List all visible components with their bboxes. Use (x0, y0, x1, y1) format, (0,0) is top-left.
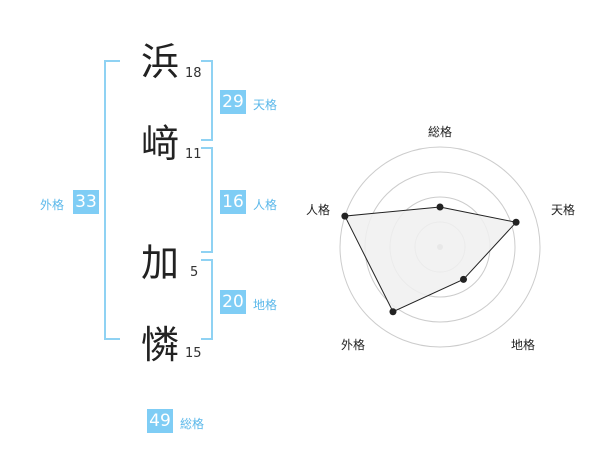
radar-point-1 (512, 218, 520, 226)
radar-point-3 (389, 308, 397, 316)
gaikaku-badge: 33 (73, 190, 99, 214)
stroke-count-1: 18 (185, 66, 202, 81)
radar-ring (339, 146, 541, 348)
soukaku-badge: 49 (147, 409, 173, 433)
stroke-count-2: 11 (185, 147, 202, 162)
jinkaku-bracket (201, 147, 213, 253)
name-char-4: 憐 (141, 323, 180, 367)
radar-series-polygon (344, 206, 518, 313)
stroke-count-4: 15 (185, 346, 202, 361)
radar-axis-label-tenkaku: 天格 (551, 203, 576, 217)
radar-axis-label-soukaku: 総格 (428, 125, 453, 139)
chikaku-label: 地格 (253, 298, 278, 312)
name-char-2: 﨑 (141, 122, 180, 166)
chikaku-bracket (201, 259, 213, 340)
radar-axis-label-jinkaku: 人格 (306, 203, 331, 217)
name-char-3: 加 (141, 241, 180, 285)
radar-point-2 (460, 275, 468, 283)
stroke-count-3: 5 (190, 265, 199, 280)
radar-axis-label-chikaku: 地格 (511, 338, 536, 352)
radar-axis-label-gaikaku: 外格 (341, 338, 366, 352)
tenkaku-badge: 29 (220, 90, 246, 114)
gaikaku-bracket (104, 60, 120, 340)
gaikaku-label: 外格 (40, 198, 65, 212)
name-char-1: 浜 (141, 40, 180, 84)
radar-point-4 (341, 212, 349, 220)
chikaku-badge: 20 (220, 290, 246, 314)
tenkaku-label: 天格 (253, 98, 278, 112)
tenkaku-bracket (201, 60, 213, 141)
radar-point-0 (436, 203, 444, 211)
soukaku-label: 総格 (180, 417, 205, 431)
jinkaku-badge: 16 (220, 190, 246, 214)
jinkaku-label: 人格 (253, 198, 278, 212)
